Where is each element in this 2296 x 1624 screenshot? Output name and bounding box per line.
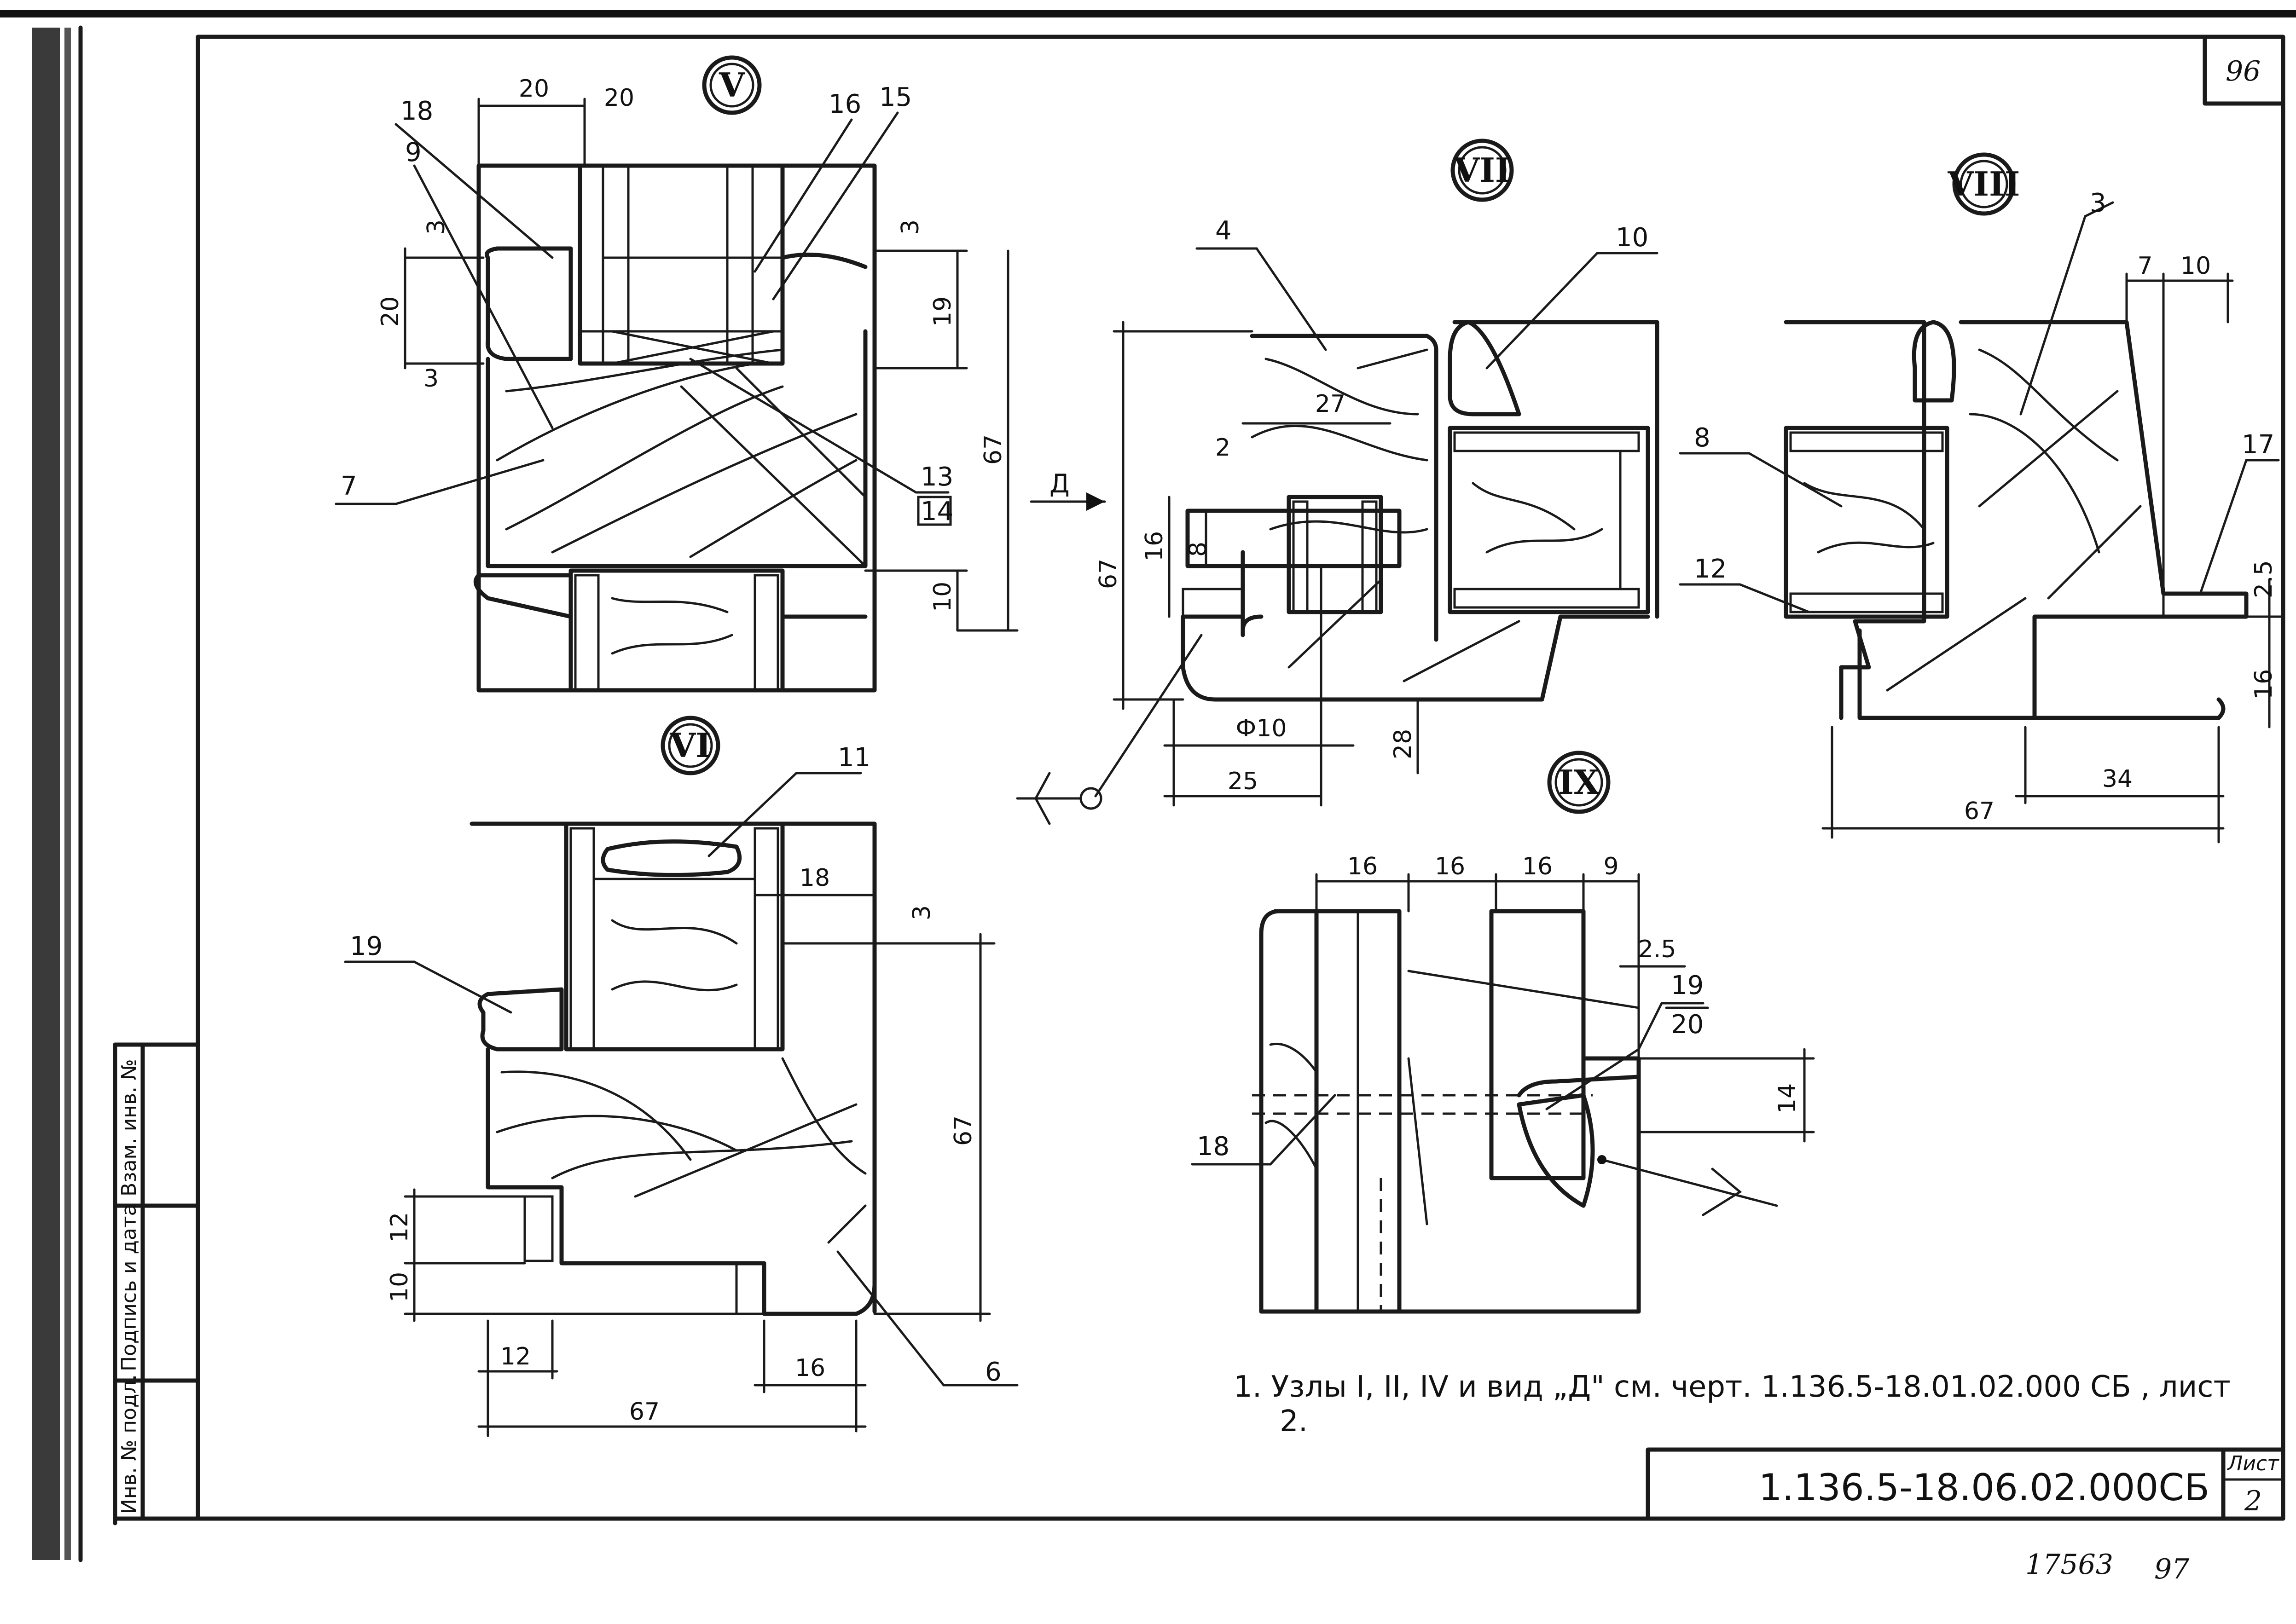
sheet-number-box: 96: [2203, 35, 2285, 106]
view-vii-marker-label: VII: [1453, 150, 1510, 190]
list-number: 2: [2244, 1485, 2262, 1517]
dim-vi-12w: 12: [500, 1343, 531, 1370]
view-vi: VI 12 10 12 16 67 18 3 67: [344, 716, 1019, 1437]
callout-v-9: 9: [405, 138, 422, 168]
view-d-label: Д: [1049, 469, 1070, 499]
callout-v-14: 14: [921, 497, 953, 526]
note-block: 1. Узлы I, II, IV и вид „Д" см. черт. 1.…: [1234, 1370, 2231, 1439]
view-v-marker: [702, 55, 762, 115]
callout-viii-17: 17: [2242, 430, 2274, 460]
callout-viii-8: 8: [1694, 423, 1710, 453]
dim-ix-14: 14: [1774, 1083, 1801, 1114]
dim-vi-12h: 12: [386, 1212, 413, 1243]
view-ix-marker-label: IX: [1558, 763, 1600, 802]
side-podpis-data: Подпись и дата: [117, 1204, 141, 1371]
drawing-frame: [113, 35, 2285, 1526]
dim-viii-34: 34: [2102, 765, 2133, 793]
dim-vii-f10: Ф10: [1236, 715, 1287, 742]
note-line-1: 1. Узлы I, II, IV и вид „Д" см. черт. 1.…: [1234, 1370, 2231, 1404]
callout-v-15: 15: [879, 82, 912, 112]
dim-v-20: 20: [377, 296, 404, 327]
bottom-number-right: 97: [2154, 1553, 2190, 1585]
view-viii-marker: [1952, 152, 2016, 216]
dim-viii-2-5: 2.5: [2250, 560, 2278, 598]
view-ix: IX 16 16 16 9 2.5 14 19: [1191, 751, 1815, 1314]
dim-v-3c: 3: [897, 220, 924, 235]
callout-vi-11: 11: [838, 743, 870, 773]
dim-viii-7: 7: [2137, 252, 2152, 280]
dim-v-20b: 20: [604, 84, 634, 112]
dim-vi-67w: 67: [629, 1398, 660, 1426]
list-label: Лист: [2226, 1452, 2279, 1475]
dim-vii-16: 16: [1141, 531, 1168, 561]
dim-vi-18: 18: [800, 864, 830, 892]
dim-ix-2-5: 2.5: [1638, 936, 1676, 963]
dim-viii-67: 67: [1964, 798, 1995, 825]
dim-viii-16: 16: [2250, 669, 2278, 699]
bottom-numbers: 17563 97: [2025, 1549, 2190, 1585]
dim-v-19: 19: [929, 296, 957, 327]
callout-vii-10: 10: [1616, 223, 1648, 253]
dim-viii-10: 10: [2180, 252, 2211, 280]
callout-vi-19: 19: [350, 931, 383, 961]
title-block: 1.136.5-18.06.02.000СБ Лист 2: [1646, 1447, 2285, 1521]
callout-vi-6: 6: [985, 1357, 1002, 1387]
side-strip: Инв. № подл. Подпись и дата Взам. инв. №: [117, 1059, 141, 1514]
dim-vii-8: 8: [1184, 542, 1212, 557]
callout-v-7: 7: [341, 471, 357, 501]
dim-vii-2: 2: [1215, 434, 1230, 462]
dim-ix-16a: 16: [1347, 853, 1378, 880]
dim-v-20a: 20: [519, 75, 549, 103]
view-v-marker-label: V: [719, 65, 745, 104]
callout-viii-3: 3: [2090, 188, 2106, 218]
dim-vi-10h: 10: [386, 1272, 413, 1302]
callout-ix-18: 18: [1197, 1132, 1229, 1162]
dim-vii-28: 28: [1389, 729, 1417, 759]
dim-ix-16c: 16: [1522, 853, 1553, 880]
dim-vii-25: 25: [1228, 768, 1258, 795]
callout-v-16: 16: [829, 89, 861, 119]
callout-v-18: 18: [400, 96, 433, 126]
dim-vi-3: 3: [908, 905, 936, 920]
binding-edge: [32, 25, 83, 1562]
callout-v-13: 13: [921, 462, 953, 492]
view-vi-marker-label: VI: [669, 726, 711, 765]
dim-vi-67h: 67: [950, 1115, 977, 1146]
drawing-code: 1.136.5-18.06.02.000СБ: [1759, 1466, 2209, 1509]
callout-viii-12: 12: [1694, 554, 1727, 584]
side-inv-podl: Инв. № подл.: [117, 1374, 141, 1514]
dim-ix-16b: 16: [1435, 853, 1465, 880]
view-ix-marker: [1547, 751, 1611, 814]
view-vii: VII 67 27 2 16 8 Ф10: [1016, 139, 1659, 825]
dim-vi-16w: 16: [795, 1354, 825, 1382]
callout-vii-4: 4: [1215, 216, 1232, 246]
view-viii: VIII 7 10 2.5 16 34 67 3 8 12 17: [1679, 152, 2284, 844]
note-line-2: 2.: [1280, 1404, 1308, 1439]
dim-vii-27: 27: [1315, 390, 1345, 418]
sheet-number-top: 96: [2226, 55, 2261, 87]
callout-ix-20: 20: [1671, 1010, 1704, 1040]
dim-v-67: 67: [980, 434, 1007, 465]
view-viii-marker-label: VIII: [1948, 164, 2020, 203]
dim-v-3b: 3: [423, 365, 439, 393]
dim-v-10: 10: [929, 582, 957, 612]
view-v: V 20 20 20 3 3: [335, 55, 1019, 693]
callout-ix-19: 19: [1671, 971, 1704, 1000]
dim-ix-9: 9: [1603, 853, 1618, 880]
bottom-number-left: 17563: [2025, 1549, 2113, 1581]
view-vii-marker: [1450, 139, 1514, 202]
view-vi-marker: [661, 716, 720, 775]
dim-vii-67: 67: [1095, 559, 1122, 589]
side-vzam-inv: Взам. инв. №: [117, 1059, 141, 1196]
